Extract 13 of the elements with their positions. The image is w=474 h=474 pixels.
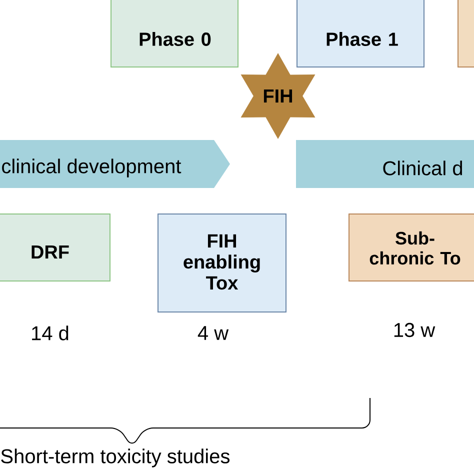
process-box: Sub- chronic To [348, 214, 474, 282]
duration-label: 13 w [394, 322, 436, 338]
duration-label: 4 w [198, 326, 229, 340]
process-box: FIH enabling Tox [158, 214, 286, 312]
bracket-label: Short-term toxicity studies [1, 448, 230, 468]
phase-band: clinical development [0, 140, 230, 188]
process-box: Phase 0 [110, 0, 238, 68]
process-box: Phase 1 [296, 0, 424, 68]
phase-band: Clinical d [296, 140, 474, 188]
duration-label: 14 d [32, 326, 68, 340]
process-box: DRF [0, 214, 110, 282]
star-badge: FIH [240, 53, 316, 139]
process-box [458, 0, 474, 68]
